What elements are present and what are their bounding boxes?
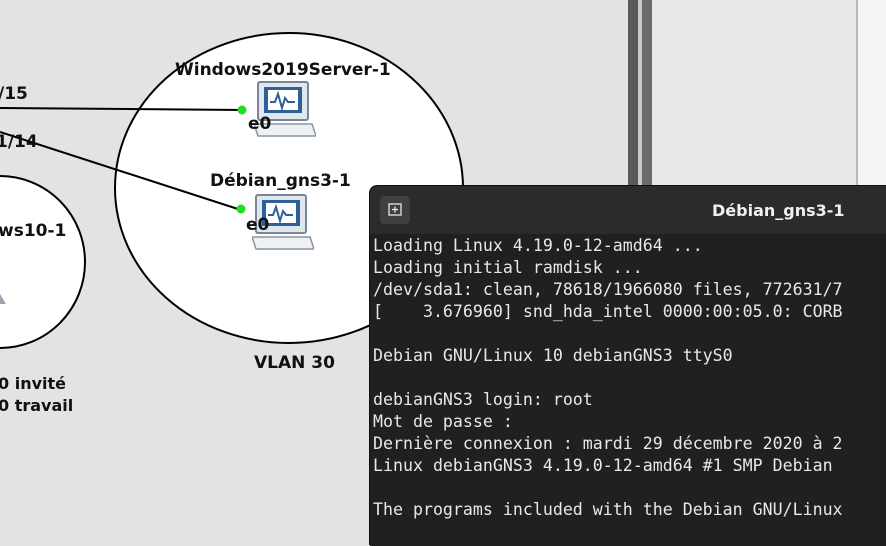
terminal-line: Loading initial ramdisk ...	[373, 258, 643, 277]
port-label: e0	[248, 114, 272, 134]
link-label: 1/14	[0, 132, 38, 152]
link-windows-server[interactable]	[0, 107, 244, 111]
link-status-dot	[236, 204, 246, 214]
new-tab-button[interactable]	[380, 196, 410, 224]
link-debian[interactable]	[0, 131, 242, 211]
vlan-label[interactable]: VLAN 30	[254, 353, 335, 373]
windows10-zone[interactable]	[0, 175, 86, 349]
computer-icon[interactable]	[250, 193, 316, 253]
terminal-titlebar[interactable]: Débian_gns3-1	[370, 186, 886, 234]
note-text[interactable]: 0 invité	[0, 374, 66, 393]
terminal-output[interactable]: Loading Linux 4.19.0-12-amd64 ... Loadin…	[370, 234, 886, 546]
new-tab-icon	[388, 203, 402, 216]
node-label-windows10[interactable]: ws10-1	[0, 221, 67, 241]
node-label-windows-server[interactable]: Windows2019Server-1	[175, 60, 391, 80]
link-status-dot	[237, 105, 247, 115]
node-label-debian[interactable]: Débian_gns3-1	[210, 171, 351, 191]
terminal-line: The programs included with the Debian GN…	[373, 500, 843, 519]
terminal-window[interactable]: Débian_gns3-1 Loading Linux 4.19.0-12-am…	[370, 186, 886, 546]
note-text[interactable]: 0 travail	[0, 396, 74, 415]
terminal-line: [ 3.676960] snd_hda_intel 0000:00:05.0: …	[373, 302, 843, 321]
node-fragment-icon	[0, 294, 6, 304]
terminal-line: debianGNS3 login: root	[373, 390, 593, 409]
terminal-line: Loading Linux 4.19.0-12-amd64 ...	[373, 236, 703, 255]
terminal-line: /dev/sda1: clean, 78618/1966080 files, 7…	[373, 280, 843, 299]
terminal-line: Linux debianGNS3 4.19.0-12-amd64 #1 SMP …	[373, 456, 833, 475]
link-label: /15	[0, 84, 28, 104]
terminal-line: Dernière connexion : mardi 29 décembre 2…	[373, 434, 843, 453]
terminal-title: Débian_gns3-1	[712, 201, 845, 220]
port-label: e0	[246, 215, 270, 235]
terminal-line: Debian GNU/Linux 10 debianGNS3 ttyS0	[373, 346, 733, 365]
terminal-line: Mot de passe :	[373, 412, 513, 431]
